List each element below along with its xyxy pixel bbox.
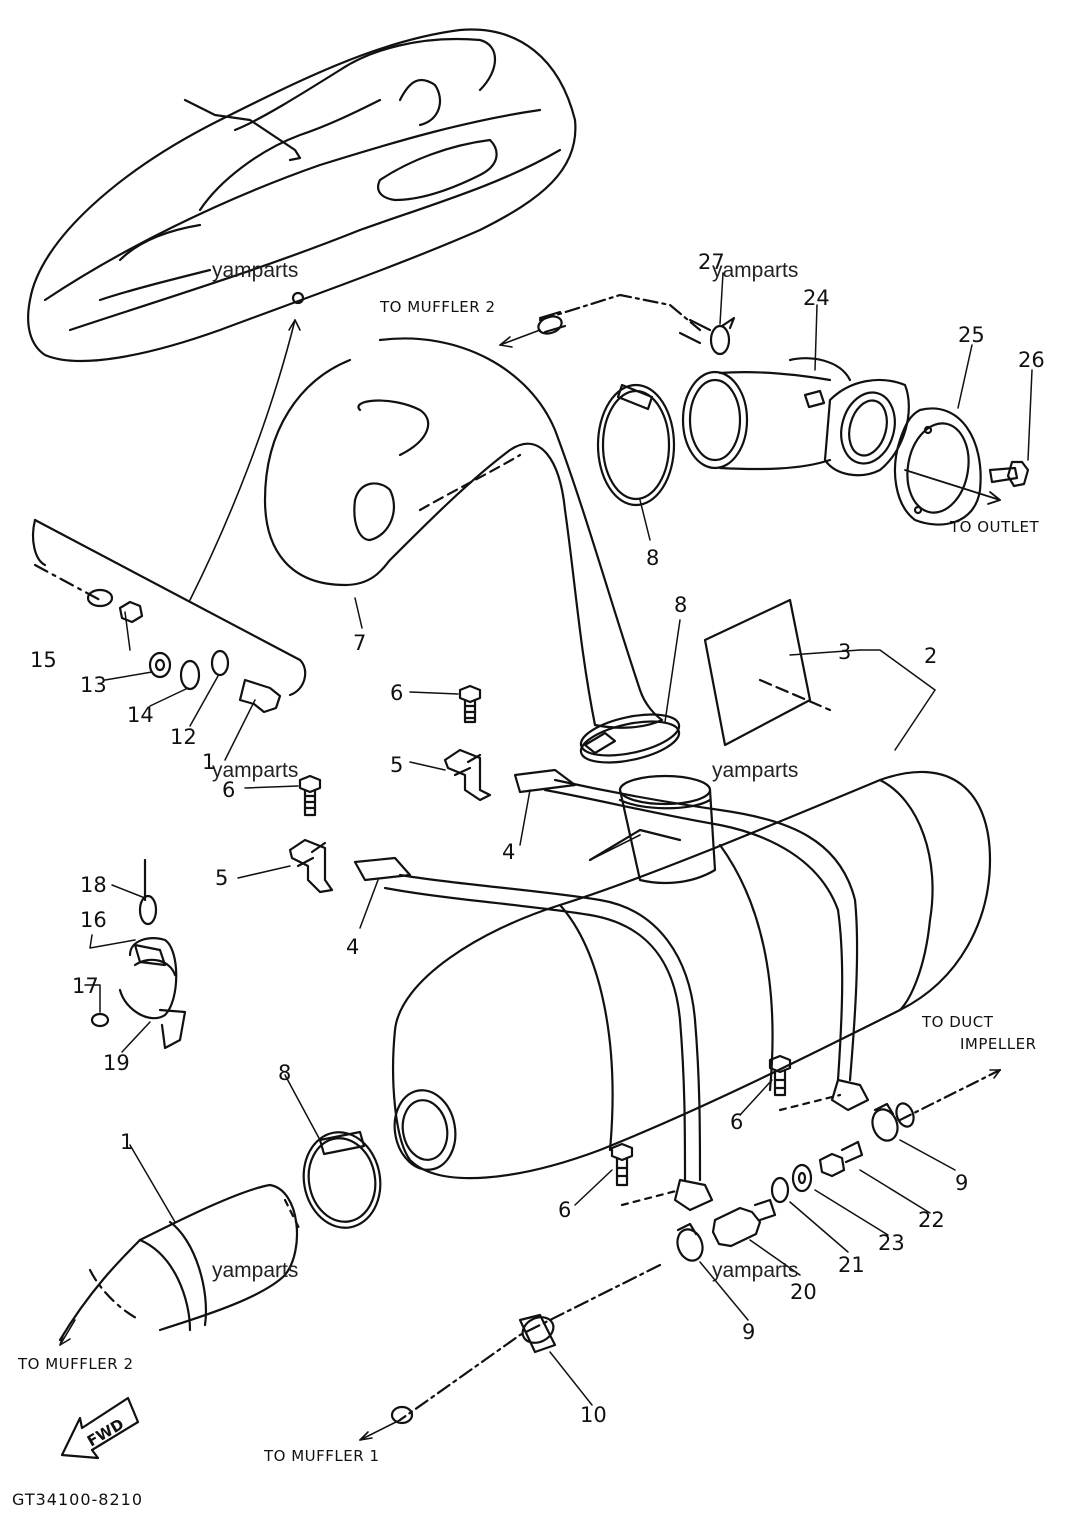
watermark: yamparts: [712, 759, 799, 782]
watermark: yamparts: [212, 259, 299, 282]
callout-number: 5: [215, 866, 229, 890]
callout-number: 6: [222, 778, 236, 802]
mounting-bracket: [31, 518, 307, 697]
nut-22: [818, 1140, 864, 1178]
callout-number: 3: [838, 640, 852, 664]
hose-10: [359, 1263, 662, 1441]
bolt-6-lower-left: [610, 1142, 682, 1207]
fwd-arrow-icon: [60, 1396, 140, 1460]
bolt-6-upper: [458, 684, 482, 724]
callout-number: 6: [390, 681, 404, 705]
destination-label: TO MUFFLER 2: [380, 298, 496, 316]
callout-number: 27: [698, 250, 725, 274]
callout-number: 5: [390, 753, 404, 777]
bracket-5-upper: [443, 748, 492, 802]
diagram-code: GT34100-8210: [12, 1490, 143, 1509]
washer-23: [791, 1163, 813, 1193]
exhaust-hose-7: [263, 337, 664, 729]
outlet-gasket-25: [893, 407, 1001, 526]
callout-number: 26: [1018, 348, 1045, 372]
callout-number: 8: [646, 546, 660, 570]
hose-clamp-8-top: [596, 383, 676, 507]
callout-number: 19: [103, 1051, 130, 1075]
watermark: yamparts: [712, 1259, 799, 1282]
bolt-washer-group: [118, 600, 282, 714]
callout-number: 20: [790, 1280, 817, 1304]
callout-number: 15: [30, 648, 57, 672]
destination-label: TO MUFFLER 1: [264, 1447, 380, 1465]
callout-number: 2: [924, 644, 938, 668]
callout-number: 22: [918, 1208, 945, 1232]
callout-number: 14: [127, 703, 154, 727]
bolt-6-lower-right: [768, 1054, 842, 1112]
callout-number: 4: [346, 935, 360, 959]
hose-clamp-9-right: [871, 1102, 899, 1142]
callout-number: 7: [353, 631, 367, 655]
callout-number: 16: [80, 908, 107, 932]
bracket-5-lower: [288, 838, 334, 894]
hose-clamp-8-bottom: [302, 1130, 382, 1229]
fitting-20: [711, 1198, 777, 1248]
hose-clamp-8-mid: [579, 713, 681, 764]
destination-label: TO OUTLET: [950, 518, 1040, 536]
callout-number: 24: [803, 286, 830, 310]
clamp-16: [90, 858, 187, 1050]
leader-lines: [84, 272, 1033, 1406]
callout-number: 21: [838, 1253, 865, 1277]
watermark: yamparts: [712, 259, 799, 282]
callout-number: 9: [955, 1171, 969, 1195]
callout-number: 25: [958, 323, 985, 347]
bolt-26: [988, 460, 1030, 488]
callout-number: 13: [80, 673, 107, 697]
label-plate-3: [589, 598, 832, 861]
small-hose-top: [499, 293, 712, 348]
hose-clamp-9-lower: [676, 1222, 704, 1262]
callout-number: 1: [202, 750, 216, 774]
exhaust-pipe-1: [58, 1183, 302, 1346]
callout-number: 17: [72, 974, 99, 998]
bolt-6-left: [298, 774, 322, 817]
callout-number: 6: [558, 1198, 572, 1222]
muffler-body-2: [392, 770, 992, 1180]
callout-number: 6: [730, 1110, 744, 1134]
callout-number: 8: [674, 593, 688, 617]
callout-number: 1: [120, 1130, 134, 1154]
outlet-elbow-24: [681, 357, 910, 477]
callout-number: 8: [278, 1061, 292, 1085]
muffler-band-4-lower: [353, 856, 870, 1212]
callout-number: 18: [80, 873, 107, 897]
callout-number: 12: [170, 725, 197, 749]
watercraft-illustration: [27, 28, 577, 601]
hose-clamp-27: [709, 316, 736, 356]
callout-number: 4: [502, 840, 516, 864]
callout-number: 10: [580, 1403, 607, 1427]
small-hose-duct: [895, 1068, 1002, 1128]
destination-label: TO MUFFLER 2: [18, 1355, 134, 1373]
callout-number: 9: [742, 1320, 756, 1344]
destination-label: TO DUCT: [922, 1013, 994, 1031]
muffler-band-4-upper: [513, 768, 859, 1082]
fwd-label: FWD: [84, 1415, 127, 1450]
watermark: yamparts: [212, 759, 299, 782]
washer-21: [770, 1176, 790, 1204]
callout-number: 23: [878, 1231, 905, 1255]
watermark: yamparts: [212, 1259, 299, 1282]
destination-label: IMPELLER: [960, 1035, 1037, 1053]
